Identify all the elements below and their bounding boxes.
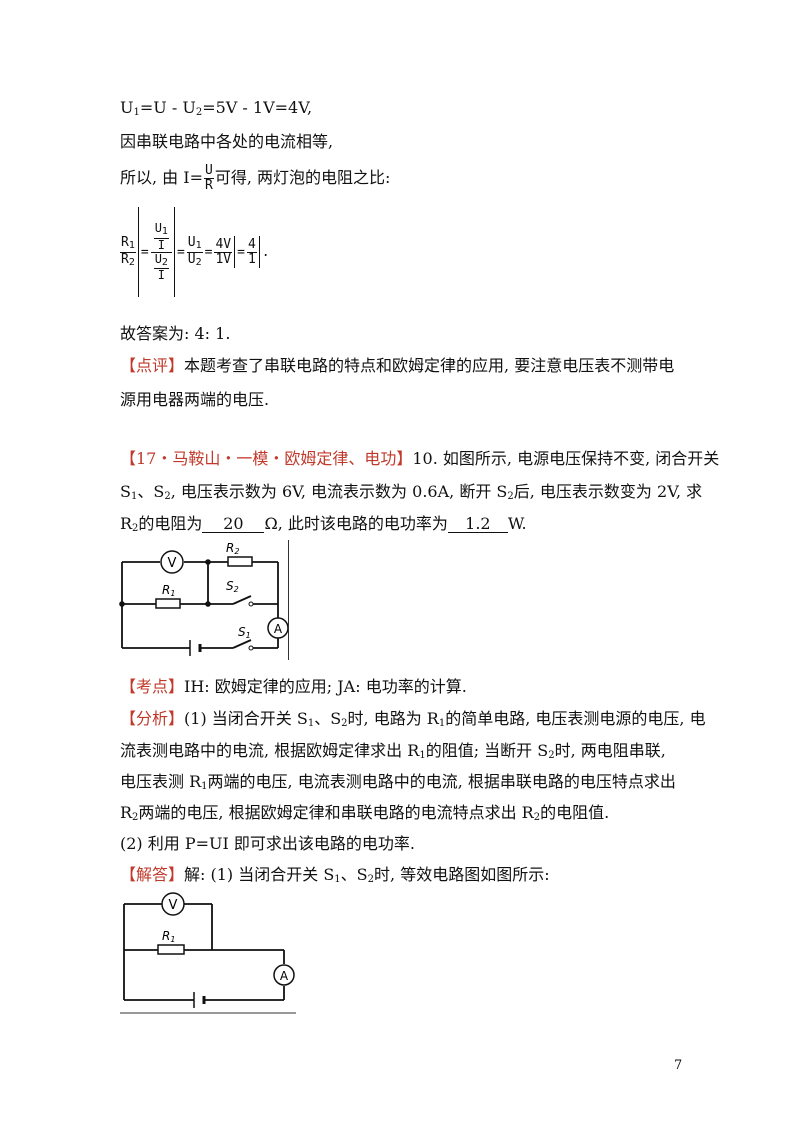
ammeter-label: A xyxy=(280,969,289,983)
junction-dot xyxy=(119,601,125,607)
r1-label: R1 xyxy=(162,929,175,944)
equation-line-u1: U1=U - U2=5V - 1V=4V, xyxy=(120,98,313,118)
fenxi-line-3: 电压表测 R1两端的电压, 电流表测电路中的电流, 根据串联电路的电压特点求出 xyxy=(120,772,676,792)
ammeter-label: A xyxy=(274,622,283,636)
ohm-law-statement: 所以, 由 I= U R 可得, 两灯泡的电阻之比: xyxy=(120,163,391,193)
fenxi-line-2: 流表测电路中的电流, 根据欧姆定律求出 R1的阻值; 当断开 S2时, 两电阻串… xyxy=(120,741,666,761)
4-over-1: 4 1 xyxy=(246,236,257,267)
circuit-diagram-equivalent: V A R1 xyxy=(120,892,296,1014)
question-line-1: 【17・马鞍山・一模・欧姆定律、电功】10. 如图所示, 电源电压保持不变, 闭… xyxy=(120,449,720,468)
question-source-tag: 【17・马鞍山・一模・欧姆定律、电功】 xyxy=(120,449,413,468)
switch-contact xyxy=(248,601,254,607)
voltmeter-label: V xyxy=(169,898,178,913)
i-equals-u-over-r-fraction: U R xyxy=(204,163,214,193)
s2-label: S2 xyxy=(226,579,239,594)
voltmeter-symbol xyxy=(161,892,185,916)
question-line-2: S1、S2, 电压表示数为 6V, 电流表示数为 0.6A, 断开 S2后, 电… xyxy=(120,482,703,502)
r1-label: R1 xyxy=(162,583,175,598)
s1-label: S1 xyxy=(238,625,251,640)
u1-over-u2: U1 U2 xyxy=(186,235,203,268)
switch-contact xyxy=(248,645,254,651)
junction-dot xyxy=(205,601,211,607)
voltmeter-symbol xyxy=(160,550,184,574)
r2-label: R2 xyxy=(226,541,239,556)
series-current-statement: 因串联电路中各处的电流相等, xyxy=(120,132,334,151)
answer-line: 故答案为: 4: 1. xyxy=(120,324,231,343)
fenxi-line-4: R2两端的电压, 根据欧姆定律和串联电路的电流特点求出 R2的电阻值. xyxy=(120,803,610,823)
jieda-line: 【解答】解: (1) 当闭合开关 S1、S2时, 等效电路图如图所示: xyxy=(120,865,550,885)
figure-right-border xyxy=(288,540,289,660)
r1-over-r2: R1 R2 xyxy=(120,235,136,268)
4v-over-1v: 4V 1V xyxy=(214,236,233,267)
answer-blank-resistance: 20 xyxy=(202,516,265,533)
answer-blank-power: 1.2 xyxy=(447,516,508,533)
jieda-tag: 【解答】 xyxy=(120,865,185,884)
circuit-diagram-question: V A R1 R2 S2 S1 xyxy=(119,541,289,656)
fenxi-line-1: 【分析】(1) 当闭合开关 S1、S2时, 电路为 R1的简单电路, 电压表测电… xyxy=(120,709,706,729)
r1-resistor xyxy=(155,598,181,609)
kaodian-line: 【考点】IH: 欧姆定律的应用; JA: 电功率的计算. xyxy=(120,677,467,696)
voltmeter-label: V xyxy=(168,556,177,571)
junction-dot xyxy=(205,559,211,565)
comment-line-2: 源用电器两端的电压. xyxy=(120,390,270,409)
fenxi-line-5: (2) 利用 P=UI 即可求出该电路的电功率. xyxy=(120,834,415,853)
kaodian-tag: 【考点】 xyxy=(120,677,185,696)
r1-resistor xyxy=(157,944,185,955)
comment-tag: 【点评】 xyxy=(120,356,185,375)
r2-resistor xyxy=(227,556,253,567)
fenxi-tag: 【分析】 xyxy=(120,709,185,728)
ammeter-symbol xyxy=(273,964,295,986)
comment-line-1: 【点评】本题考查了串联电路的特点和欧姆定律的应用, 要注意电压表不测带电 xyxy=(120,356,675,375)
page-number: 7 xyxy=(674,1058,683,1073)
